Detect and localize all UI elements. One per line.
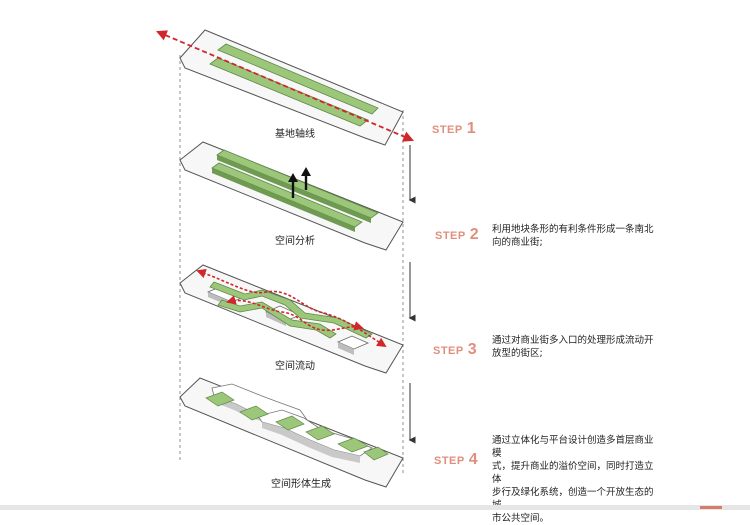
- description-line: 利用地块条形的有利条件形成一条南北: [492, 224, 654, 235]
- layer-1-site-axis: [156, 29, 414, 146]
- description-line: 式，提升商业的溢价空间，同时打造立体: [492, 461, 654, 485]
- description-line: 向的商业街;: [492, 237, 543, 248]
- layer-3-spatial-flow: [179, 264, 404, 374]
- green-roof-4d: [305, 425, 335, 441]
- axis-arrow-red: [156, 30, 414, 142]
- green-roof-4b: [239, 405, 269, 421]
- step-number: 3: [467, 341, 477, 358]
- layer-4-spatial-form: [179, 377, 404, 488]
- diagram-art: [156, 29, 416, 488]
- description-step-3: 通过对商业街多入口的处理形成流动开 放型的街区;: [492, 334, 662, 360]
- green-roof-4e: [337, 437, 369, 453]
- step-number: 1: [466, 120, 476, 137]
- up-arrow-1-head: [288, 173, 298, 182]
- step-word: STEP: [433, 345, 464, 357]
- green-strip-2b-top: [211, 162, 363, 228]
- description-line: 通过立体化与平台设计创造多首层商业模: [492, 435, 654, 459]
- description-line: 放型的街区;: [492, 348, 543, 359]
- caption-step-3: 空间流动: [275, 361, 315, 372]
- caption-step-2: 空间分析: [275, 236, 315, 247]
- caption-step-1: 基地轴线: [275, 129, 315, 140]
- caption-step-4: 空间形体生成: [271, 479, 331, 490]
- description-step-4: 通过立体化与平台设计创造多首层商业模 式，提升商业的溢价空间，同时打造立体 步行…: [492, 434, 662, 525]
- layer-2-spatial-analysis: [179, 141, 404, 251]
- description-step-2: 利用地块条形的有利条件形成一条南北 向的商业街;: [492, 223, 662, 249]
- flow-arrow-2: [226, 295, 364, 332]
- step-word: STEP: [432, 124, 463, 136]
- up-arrow-2-head: [301, 167, 311, 176]
- green-strip-2b-side: [212, 168, 355, 232]
- green-roof-4f: [363, 446, 389, 461]
- volume-4b-side: [262, 422, 360, 463]
- step-number: 2: [469, 226, 479, 243]
- green-roof-4c: [275, 415, 305, 431]
- green-roof-4a: [205, 391, 235, 407]
- step-word: STEP: [435, 230, 466, 242]
- step-number: 4: [468, 451, 478, 468]
- step-word: STEP: [434, 455, 465, 467]
- description-line: 通过对商业街多入口的处理形成流动开: [492, 335, 654, 346]
- bottom-bar: [0, 505, 750, 510]
- description-line: 市公共空间。: [492, 513, 550, 524]
- bottom-mark: [700, 506, 722, 509]
